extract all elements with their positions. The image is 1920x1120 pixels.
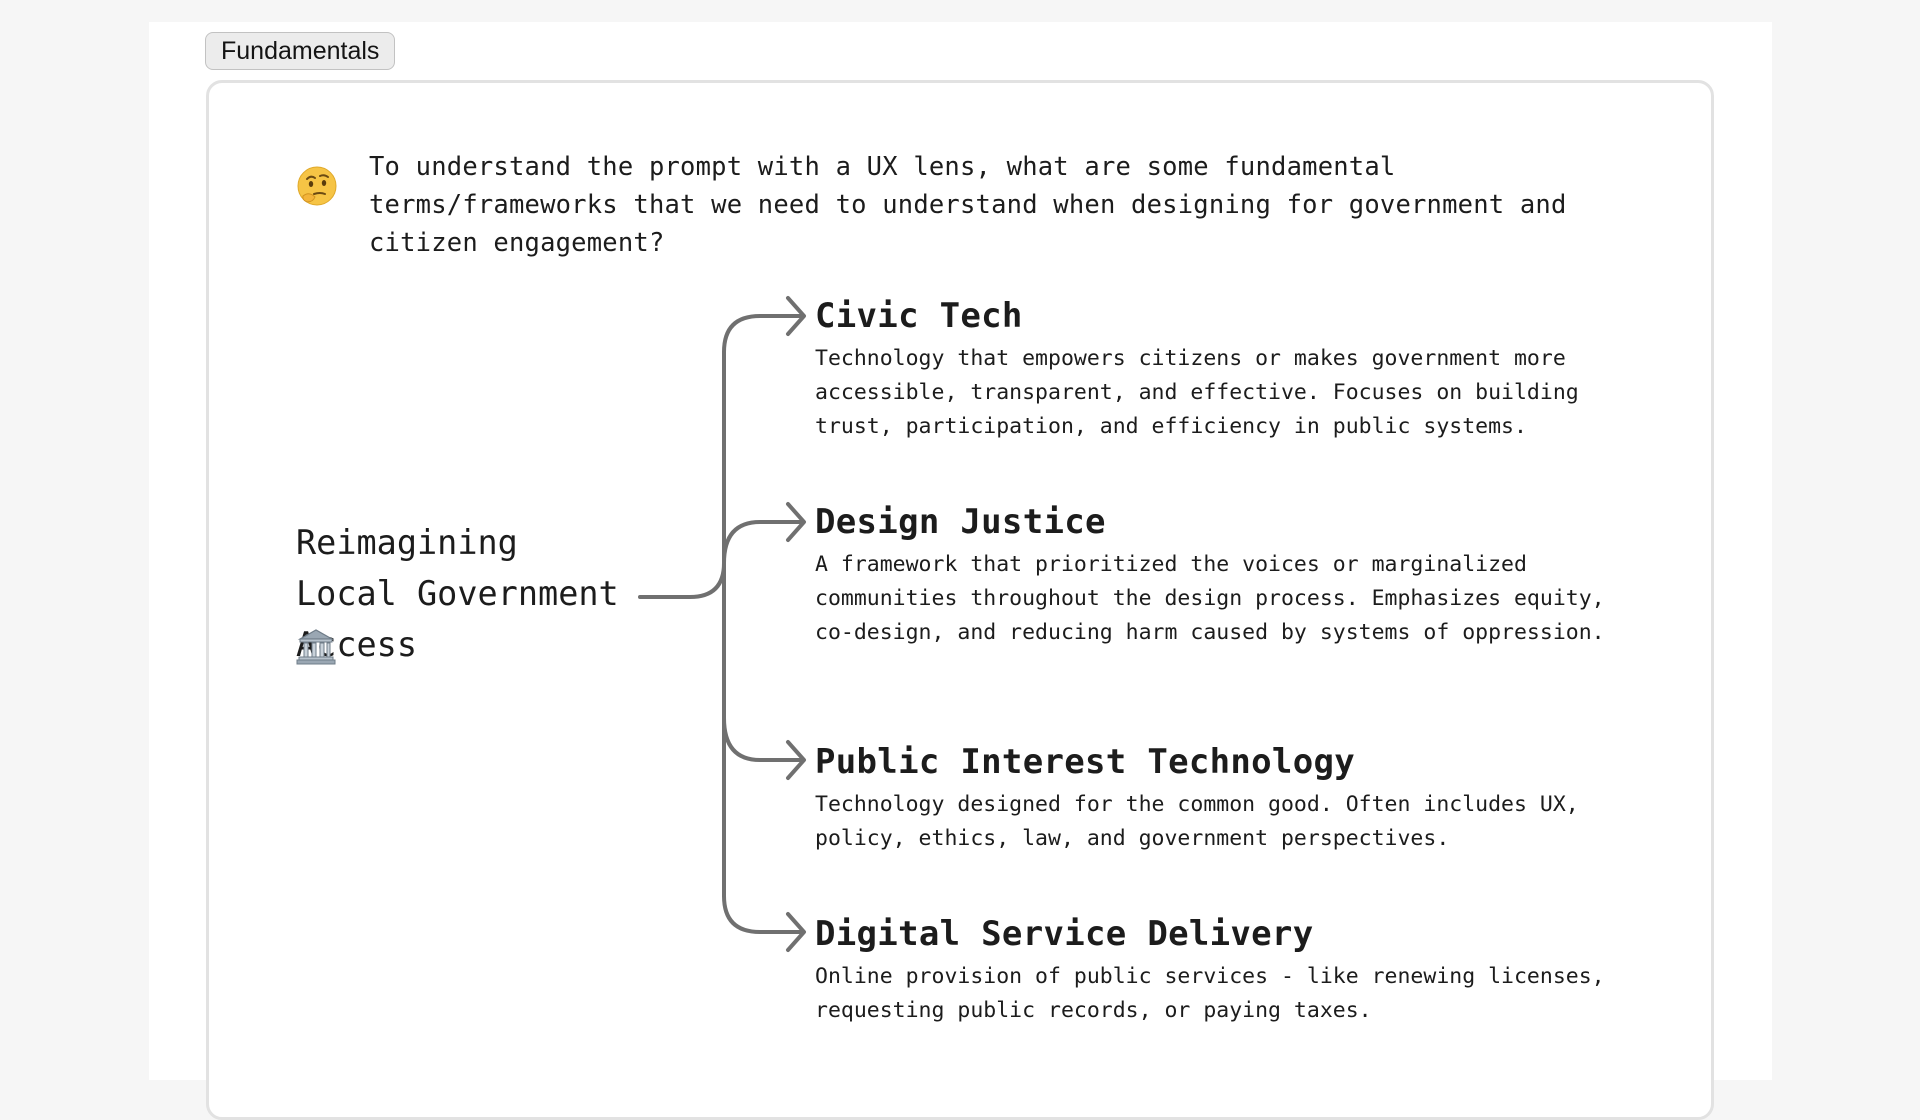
branch-civic-tech: Civic Tech Technology that empowers citi… <box>815 294 1675 444</box>
branch-digital-service-delivery: Digital Service Delivery Online provisio… <box>815 912 1675 1028</box>
branch-description: Technology that empowers citizens or mak… <box>815 346 1579 439</box>
branch-design-justice: Design Justice A framework that prioriti… <box>815 500 1675 650</box>
branch-connectors <box>638 296 806 952</box>
arrow-civic-tech <box>786 296 806 336</box>
connector-civic-tech <box>722 314 803 354</box>
section-tag[interactable]: Fundamentals <box>205 32 396 70</box>
connector-public-interest-technology <box>722 716 803 762</box>
branch-description: Online provision of public services - li… <box>815 964 1605 1023</box>
connector-design-justice <box>722 520 803 565</box>
arrow-design-justice <box>786 502 806 542</box>
branch-public-interest-technology: Public Interest Technology Technology de… <box>815 740 1675 856</box>
diagram-card <box>206 80 1714 1120</box>
root-connector <box>638 561 726 599</box>
arrow-public-interest-technology <box>786 740 806 780</box>
branch-description: A framework that prioritized the voices … <box>815 552 1605 645</box>
arrow-digital-service-delivery <box>786 912 806 952</box>
branch-title: Civic Tech <box>815 296 1023 336</box>
branch-title: Digital Service Delivery <box>815 914 1314 954</box>
connector-digital-service-delivery <box>722 894 803 934</box>
classical-building-icon <box>296 626 336 666</box>
prompt-question: To understand the prompt with a UX lens,… <box>369 152 1567 258</box>
branch-title: Public Interest Technology <box>815 742 1356 782</box>
branch-title: Design Justice <box>815 502 1106 542</box>
thinking-face-icon <box>296 165 338 207</box>
root-node-title: Reimagining Local Government Access <box>296 523 619 664</box>
branch-description: Technology designed for the common good.… <box>815 792 1579 851</box>
